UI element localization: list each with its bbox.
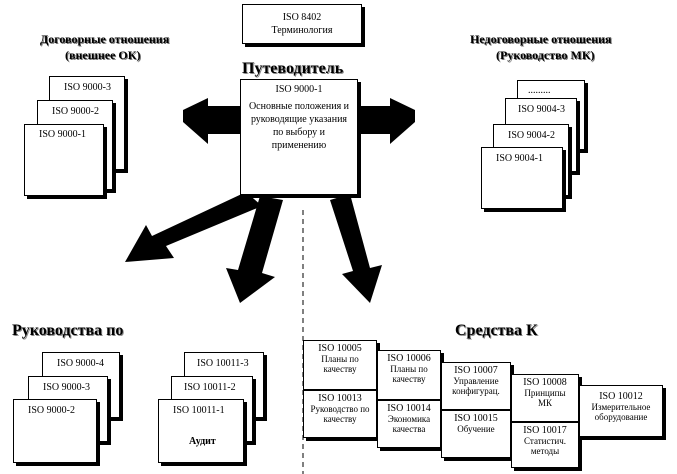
- cell-iso-10007: ISO 10007 Управление конфигурац.: [441, 362, 511, 410]
- left-group-title-2: (внешнее ОК): [65, 48, 141, 62]
- cell-iso-10013-desc: Руководство по качеству: [310, 404, 370, 424]
- bl-stack2-doc-1-label: ISO 10011-3: [197, 358, 249, 369]
- cell-iso-10015-code: ISO 10015: [454, 413, 498, 424]
- cell-iso-10012-desc: Измерительное оборудование: [591, 402, 651, 422]
- cell-iso-10015: ISO 10015 Обучение: [441, 410, 511, 458]
- audit-label: Аудит: [189, 436, 216, 447]
- guide-title: Путеводитель: [242, 60, 344, 77]
- bottom-right-title: Средства К: [455, 322, 538, 339]
- right-doc-4-label: ISO 9004-1: [496, 153, 543, 164]
- bl-stack2-doc-3: ISO 10011-1 Аудит: [158, 399, 244, 463]
- cell-iso-10006: ISO 10006 Планы по качеству: [377, 350, 441, 400]
- guide-description: Основные положения и руководящие указани…: [248, 101, 350, 151]
- cell-iso-10005: ISO 10005 Планы по качеству: [303, 340, 377, 390]
- cell-iso-10012-code: ISO 10012: [599, 391, 643, 402]
- guide-box: ISO 9000-1 Основные положения и руководя…: [240, 79, 358, 195]
- arrow-right: [358, 98, 415, 144]
- cell-iso-10005-desc: Планы по качеству: [321, 354, 359, 374]
- right-doc-1-label: .........: [528, 85, 551, 96]
- cell-iso-10014-desc: Экономика качества: [387, 414, 431, 434]
- left-doc-3: ISO 9000-1: [24, 124, 104, 196]
- right-doc-3-label: ISO 9004-2: [508, 130, 555, 141]
- arrow-left: [183, 98, 240, 144]
- left-doc-2-label: ISO 9000-2: [52, 106, 99, 117]
- cell-iso-10014-code: ISO 10014: [387, 403, 431, 414]
- right-group-title-1: Недоговорные отношения: [470, 32, 612, 46]
- cell-iso-10008: ISO 10008 Принципы МК: [511, 374, 579, 422]
- terminology-box: ISO 8402 Терминология: [242, 4, 362, 44]
- right-group-title-2: (Руководство МК): [496, 48, 595, 62]
- bl-stack1-doc-3-label: ISO 9000-2: [28, 405, 75, 416]
- bl-stack2-doc-3-label: ISO 10011-1: [173, 405, 225, 416]
- left-doc-1-label: ISO 9000-3: [64, 82, 111, 93]
- left-group-title-1: Договорные отношения: [40, 32, 170, 46]
- cell-iso-10015-desc: Обучение: [457, 424, 495, 434]
- guide-code: ISO 9000-1: [275, 84, 323, 95]
- arrow-down-right: [330, 194, 382, 303]
- bottom-left-title: Руководства по: [12, 322, 124, 339]
- cell-iso-10013-code: ISO 10013: [318, 393, 362, 404]
- right-doc-2-label: ISO 9004-3: [518, 104, 565, 115]
- cell-iso-10008-desc: Принципы МК: [524, 388, 566, 408]
- cell-iso-10005-code: ISO 10005: [318, 343, 362, 354]
- cell-iso-10017-desc: Статистич. методы: [524, 436, 566, 456]
- terminology-label: Терминология: [271, 25, 333, 36]
- cell-iso-10012: ISO 10012 Измерительное оборудование: [579, 385, 663, 437]
- cell-iso-10014: ISO 10014 Экономика качества: [377, 400, 441, 448]
- cell-iso-10017: ISO 10017 Статистич. методы: [511, 422, 579, 468]
- bl-stack2-doc-2-label: ISO 10011-2: [184, 382, 236, 393]
- cell-iso-10008-code: ISO 10008: [523, 377, 567, 388]
- bl-stack1-doc-2-label: ISO 9000-3: [43, 382, 90, 393]
- left-doc-3-label: ISO 9000-1: [39, 129, 86, 140]
- bl-stack1-doc-3: ISO 9000-2: [13, 399, 97, 463]
- cell-iso-10006-desc: Планы по качеству: [390, 364, 428, 384]
- cell-iso-10007-desc: Управление конфигурац.: [452, 376, 500, 396]
- cell-iso-10007-code: ISO 10007: [454, 365, 498, 376]
- cell-iso-10013: ISO 10013 Руководство по качеству: [303, 390, 377, 438]
- bl-stack1-doc-1-label: ISO 9000-4: [57, 358, 104, 369]
- arrow-down-left: [125, 192, 262, 262]
- arrow-down: [226, 196, 283, 303]
- terminology-code: ISO 8402: [282, 12, 322, 23]
- cell-iso-10017-code: ISO 10017: [523, 425, 567, 436]
- cell-iso-10006-code: ISO 10006: [387, 353, 431, 364]
- right-doc-4: ISO 9004-1: [481, 147, 563, 209]
